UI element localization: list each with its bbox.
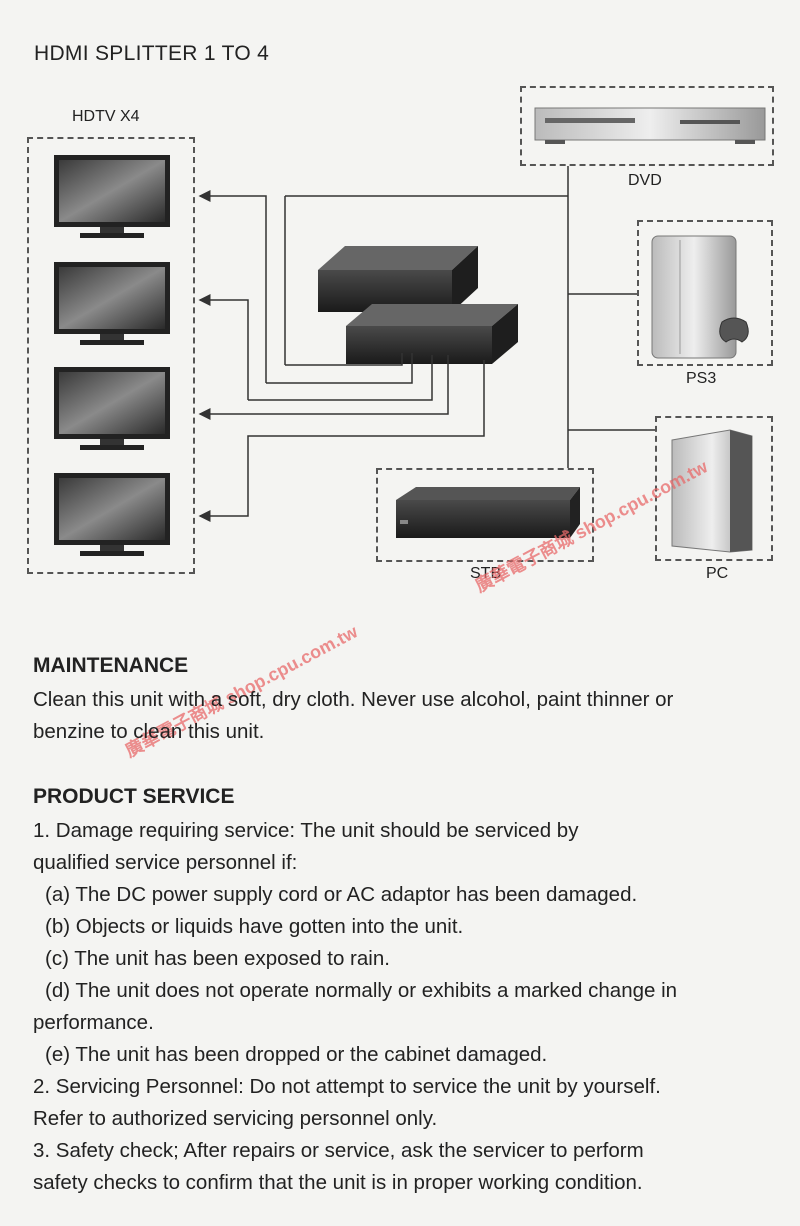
service-item-d-line-2: performance. <box>33 1011 154 1034</box>
dvd-label: DVD <box>628 172 662 189</box>
hdtv-group-box <box>27 137 195 574</box>
source-input-lines <box>567 166 655 468</box>
service-item-d-line-1: (d) The unit does not operate normally o… <box>45 979 678 1002</box>
maintenance-line-1: Clean this unit with a soft, dry cloth. … <box>33 688 674 711</box>
product-service-heading: PRODUCT SERVICE <box>33 785 235 808</box>
dvd-box <box>520 86 774 166</box>
tv-3-icon <box>54 367 170 450</box>
maintenance-heading: MAINTENANCE <box>33 654 189 677</box>
ps3-label: PS3 <box>686 370 717 387</box>
maintenance-line-2: benzine to clean this unit. <box>33 720 265 743</box>
stb-receiver-icon <box>396 487 580 538</box>
tv-4-icon <box>54 473 170 556</box>
service-item-2-line-2: Refer to authorized servicing personnel … <box>33 1107 438 1130</box>
service-item-2-line-1: 2. Servicing Personnel: Do not attempt t… <box>33 1075 661 1098</box>
stb-box <box>376 468 594 562</box>
product-service-section: PRODUCT SERVICE 1. Damage requiring serv… <box>33 781 773 1199</box>
tv-1-icon <box>54 155 170 238</box>
service-item-3-line-1: 3. Safety check; After repairs or servic… <box>33 1139 644 1162</box>
dvd-player-icon <box>534 107 766 144</box>
service-item-a: (a) The DC power supply cord or AC adapt… <box>45 883 638 906</box>
service-item-3-line-2: safety checks to confirm that the unit i… <box>33 1171 643 1194</box>
service-item-b: (b) Objects or liquids have gotten into … <box>45 915 464 938</box>
service-item-1-line-1: 1. Damage requiring service: The unit sh… <box>33 819 579 842</box>
connection-diagram <box>54 107 766 556</box>
hdmi-output-lines <box>198 190 568 522</box>
ps3-console-icon <box>651 235 749 359</box>
stb-label: STB <box>470 565 502 582</box>
splitter-unit-icon <box>318 246 518 364</box>
service-item-c: (c) The unit has been exposed to rain. <box>45 947 390 970</box>
pc-tower-icon <box>671 429 753 553</box>
tv-2-icon <box>54 262 170 345</box>
hdtv-label: HDTV X4 <box>72 108 140 125</box>
diagram-title: HDMI SPLITTER 1 TO 4 <box>34 42 270 65</box>
service-item-1-line-2: qualified service personnel if: <box>33 851 298 874</box>
maintenance-section: MAINTENANCE Clean this unit with a soft,… <box>33 650 773 748</box>
service-item-e: (e) The unit has been dropped or the cab… <box>45 1043 548 1066</box>
ps3-box <box>637 220 773 366</box>
pc-label: PC <box>706 565 729 582</box>
pc-box <box>655 416 773 561</box>
